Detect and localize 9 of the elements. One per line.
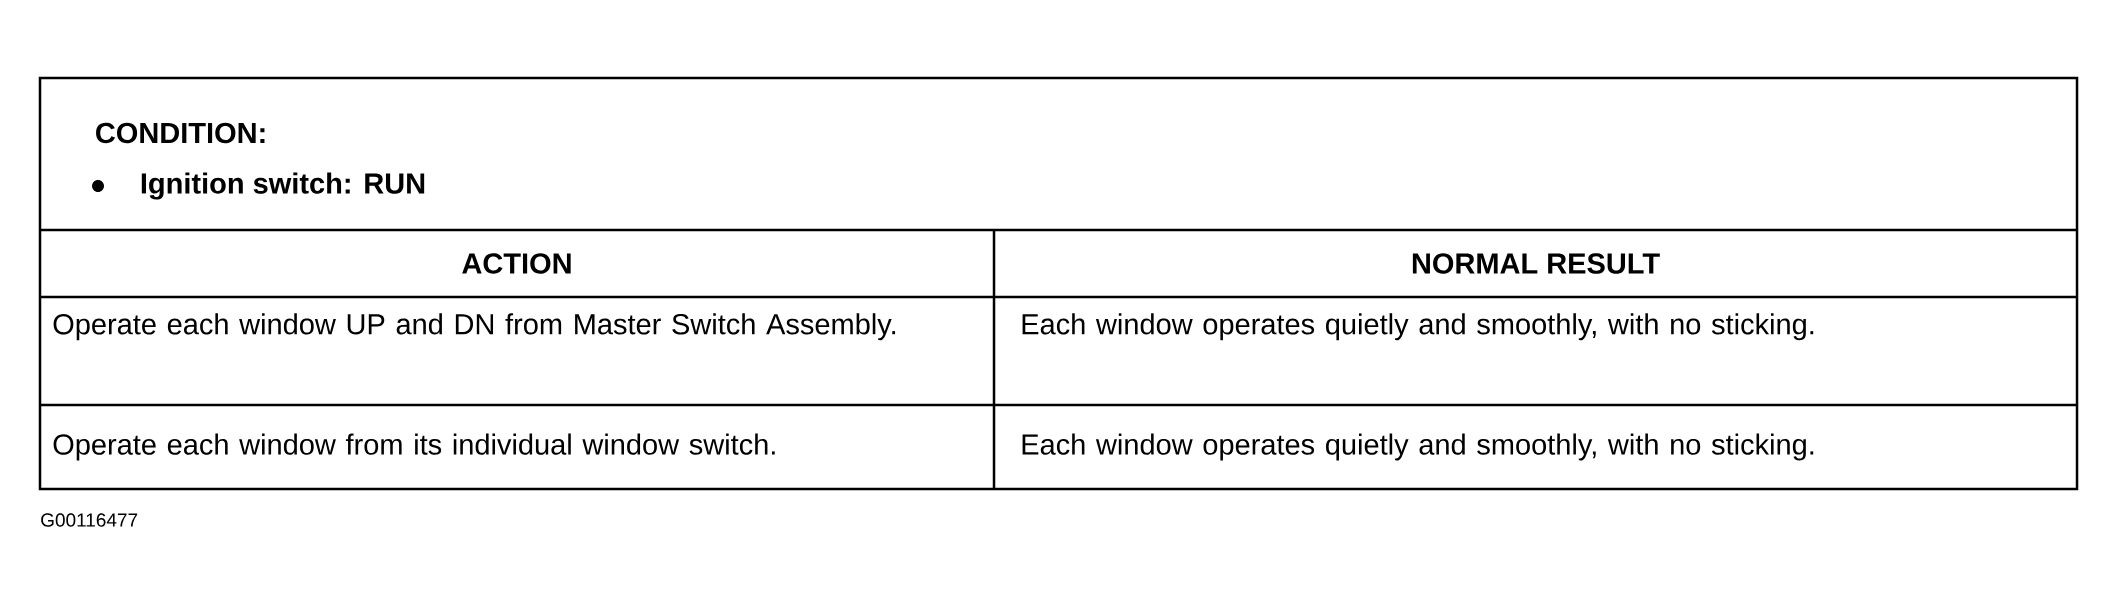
cell-text: Each window operates quietly and smoothly, with no sticking. [1022,313,1814,341]
header-text: NORMAL RESULT [1412,253,1660,274]
condition-heading: CONDITION: [96,122,265,144]
cell-text: Operate each window from its individual window switch. [53,433,775,461]
cell-text: Each window operates quietly and smoothly, with no sticking. [1022,433,1814,461]
header-text: ACTION [462,253,571,274]
figure-code: G00116477 [41,513,138,527]
cell-text: Operate each window UP and DN from Master Switch Assembly. [53,313,896,341]
condition-item: Ignition switch: RUN [141,172,425,200]
